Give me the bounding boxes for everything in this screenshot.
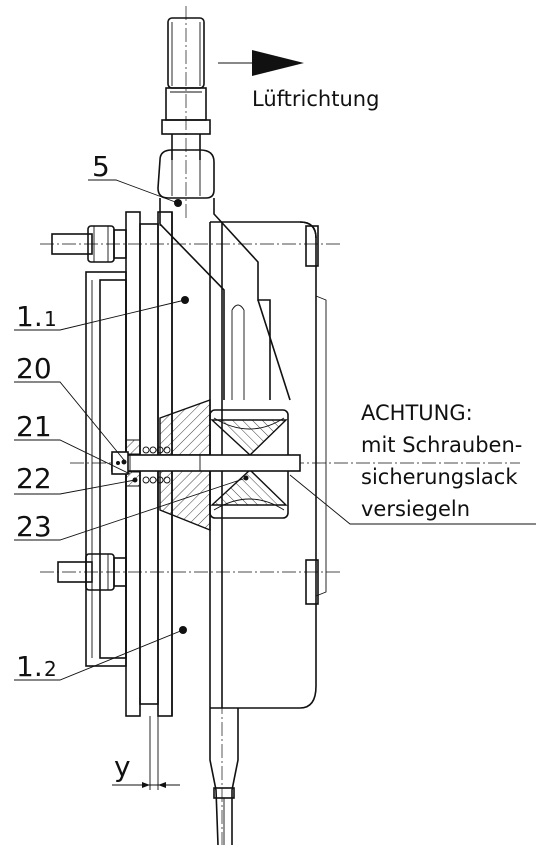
label-21: 21 xyxy=(16,410,52,443)
note-line-4: versiegeln xyxy=(361,497,470,521)
leader-lines xyxy=(14,179,536,681)
label-1-1: 1. xyxy=(16,300,43,333)
label-1-2-sub: 2 xyxy=(44,657,57,681)
section-hatch xyxy=(125,399,288,532)
direction-arrow xyxy=(218,50,304,76)
label-22: 22 xyxy=(16,462,52,495)
label-5: 5 xyxy=(92,150,110,183)
note-line-3: sicherungslack xyxy=(361,465,518,489)
note-line-1: ACHTUNG: xyxy=(361,401,473,425)
lever-arm xyxy=(159,198,291,401)
label-y: y xyxy=(114,750,131,783)
label-23: 23 xyxy=(16,510,52,543)
direction-label: Lüftrichtung xyxy=(252,87,379,111)
spring xyxy=(142,446,171,484)
dimension-y xyxy=(112,716,180,790)
cable xyxy=(209,708,239,846)
label-20: 20 xyxy=(16,352,52,385)
screw xyxy=(111,451,301,475)
label-1-2: 1. xyxy=(16,650,43,683)
note-line-2: mit Schrauben- xyxy=(361,433,522,457)
label-1-1-sub: 1 xyxy=(44,307,57,331)
